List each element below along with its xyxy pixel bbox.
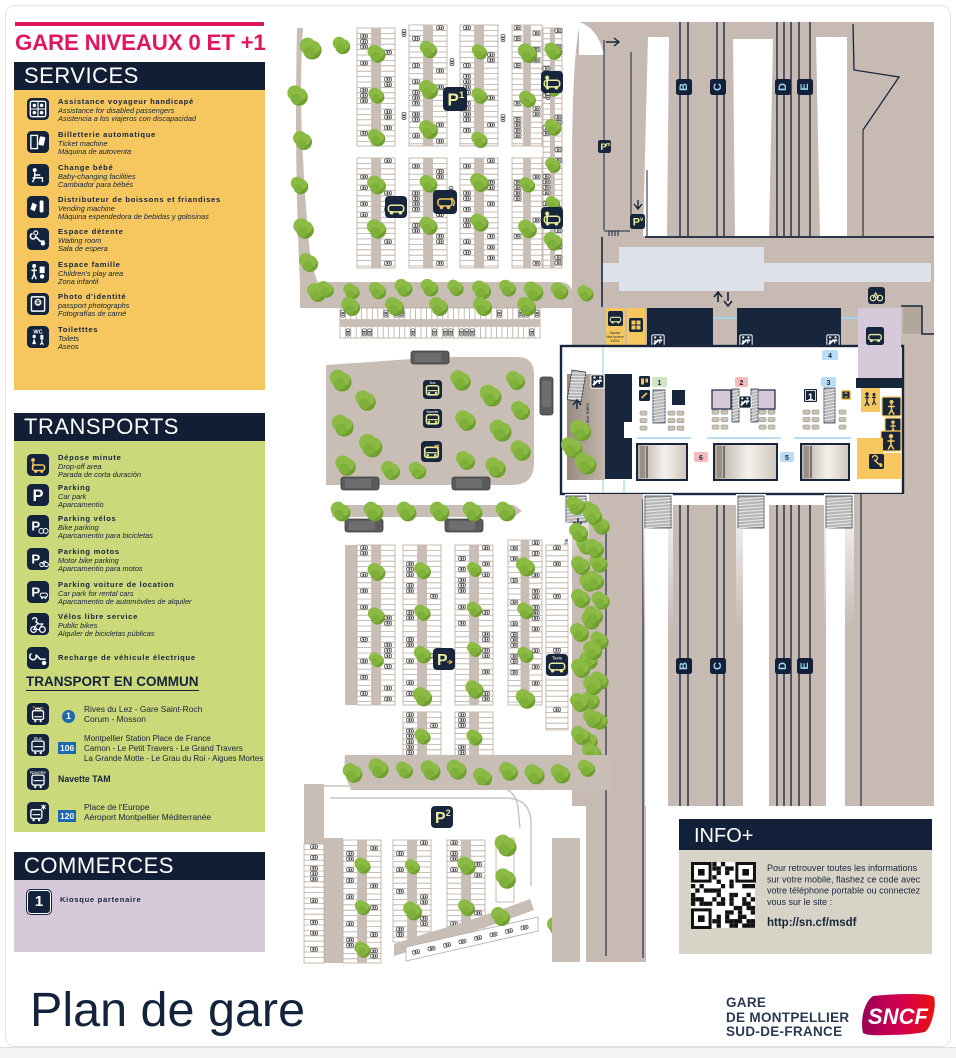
- svg-text:C: C: [712, 662, 724, 670]
- svg-text:P: P: [31, 518, 40, 533]
- svg-text:P: P: [435, 810, 446, 827]
- svg-text:P: P: [31, 584, 40, 599]
- svg-text:2: 2: [740, 380, 744, 387]
- svg-text:E: E: [799, 662, 811, 669]
- svg-text:C: C: [712, 83, 724, 91]
- svg-text:Taxis: Taxis: [552, 656, 563, 661]
- svg-text:3: 3: [827, 380, 831, 387]
- svg-text:1: 1: [459, 90, 465, 101]
- svg-text:B: B: [678, 83, 690, 91]
- svg-text:P: P: [447, 90, 459, 110]
- svg-text:WC: WC: [33, 330, 42, 336]
- svg-text:vous sur le site :: vous sur le site :: [767, 897, 832, 907]
- svg-text:2: 2: [446, 808, 451, 818]
- svg-text:P: P: [32, 487, 43, 505]
- svg-text:SNCF: SNCF: [868, 1004, 928, 1029]
- svg-text:libre-service: libre-service: [606, 335, 623, 339]
- svg-text:P: P: [633, 217, 640, 229]
- svg-text:D: D: [777, 83, 789, 91]
- svg-text:E: E: [799, 83, 811, 90]
- svg-text:INOUI: INOUI: [611, 339, 620, 343]
- svg-text:B: B: [678, 662, 690, 670]
- svg-text:1: 1: [808, 392, 814, 403]
- svg-text:v: v: [640, 217, 644, 223]
- svg-text:P: P: [600, 141, 606, 152]
- svg-text:Navette: Navette: [427, 410, 439, 414]
- svg-text:D: D: [777, 662, 789, 670]
- svg-text:Navette: Navette: [30, 770, 46, 775]
- svg-text:votre téléphone portable ou co: votre téléphone portable ou connectez: [767, 886, 921, 896]
- svg-text:Accès aux trains: Accès aux trains: [585, 402, 590, 436]
- svg-text:m: m: [606, 142, 611, 148]
- svg-text:INFO+: INFO+: [694, 825, 753, 847]
- svg-text:P: P: [437, 652, 448, 669]
- svg-text:Espace: Espace: [610, 331, 621, 335]
- svg-text:Bus: Bus: [430, 381, 436, 385]
- svg-text:6: 6: [699, 455, 703, 462]
- svg-text:Bus: Bus: [34, 736, 43, 741]
- svg-text:sur votre mobile, flashez ce c: sur votre mobile, flashez ce code avec: [767, 874, 921, 884]
- svg-text:Pour retrouver toutes les info: Pour retrouver toutes les informations: [767, 863, 918, 873]
- svg-text:1: 1: [658, 380, 662, 387]
- svg-text:http://sn.cf/msdf: http://sn.cf/msdf: [767, 917, 857, 929]
- svg-text:5: 5: [785, 455, 789, 462]
- svg-text:P: P: [31, 551, 40, 566]
- svg-text:4: 4: [828, 353, 832, 360]
